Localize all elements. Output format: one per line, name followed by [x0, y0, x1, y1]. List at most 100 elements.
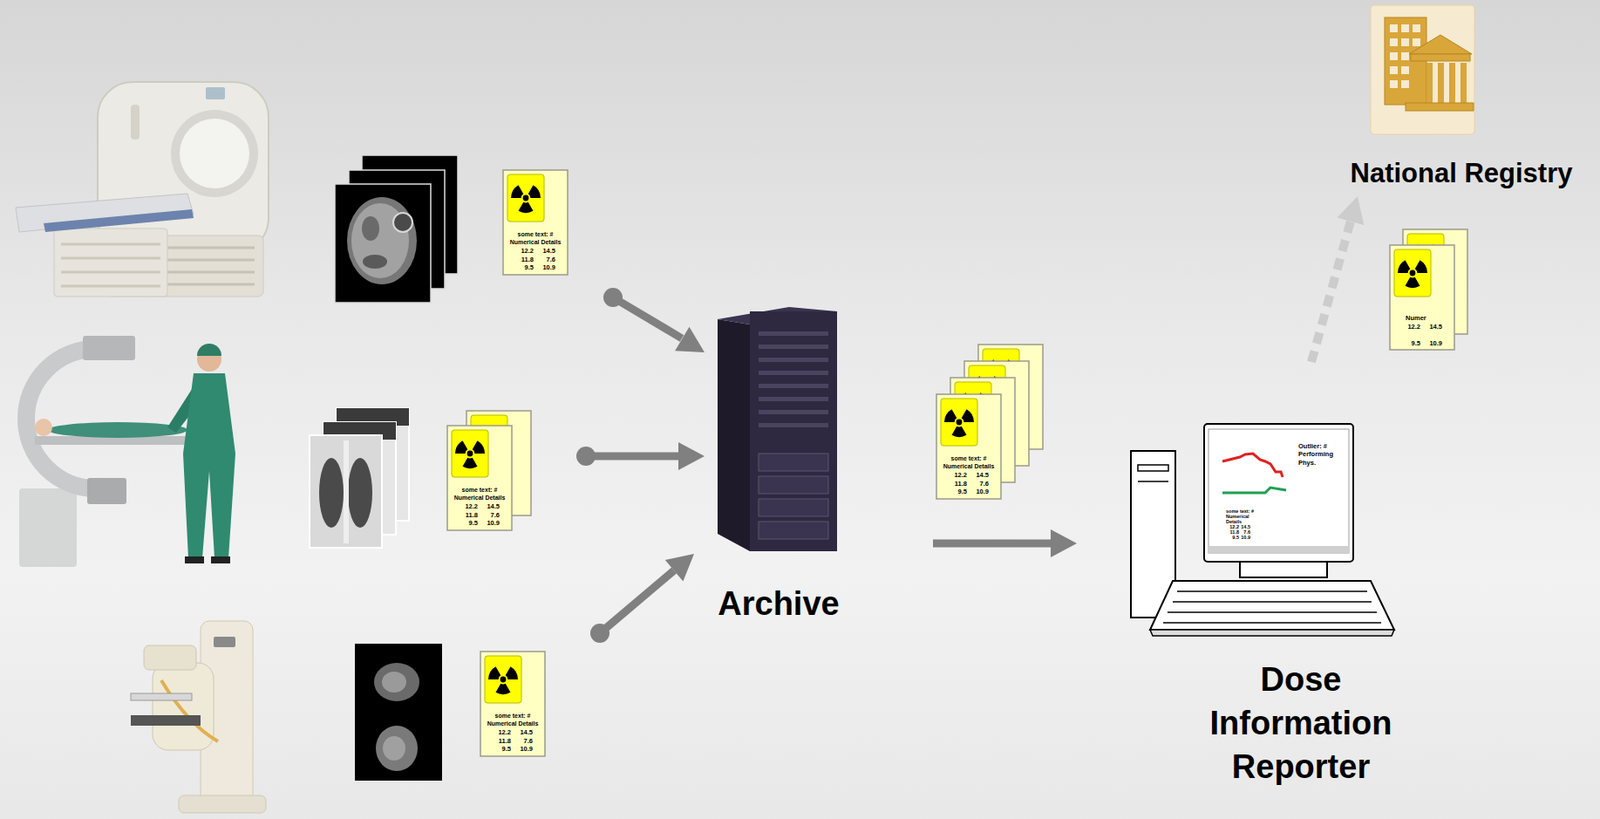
doc-text: 9.5: [502, 745, 511, 753]
dose-report-doc: [1389, 245, 1455, 350]
xray-image-stack: [309, 408, 409, 548]
registry-building-icon: [1389, 66, 1398, 75]
workstation-computer: [1150, 629, 1395, 636]
node-label: National Registry: [1350, 157, 1573, 190]
doc-text: Numerical Details: [510, 238, 562, 246]
input-arrows: [585, 452, 680, 461]
mammogram-image: [374, 662, 420, 702]
mammography-unit: [130, 714, 201, 726]
doc-text: 14.5: [519, 728, 533, 736]
workstation-computer: [1204, 423, 1354, 562]
c-arm-xray: [183, 373, 236, 559]
doc-text: 7.6: [546, 256, 556, 264]
screen-text: 10.9: [1240, 535, 1251, 541]
archive-server-rack: [758, 383, 829, 389]
c-arm-xray: [211, 556, 231, 564]
workstation-computer: [1208, 428, 1349, 553]
doc-text: 14.5: [542, 247, 556, 255]
archive-server-rack: [758, 331, 829, 336]
input-arrows: [678, 442, 705, 470]
node-label: Dose Information Reporter: [1170, 657, 1432, 789]
doc-text: some text: #: [517, 231, 554, 238]
registry-building-icon: [1449, 62, 1456, 103]
radiation-trefoil: [488, 666, 518, 695]
screen-text: Numerical: [1225, 514, 1250, 520]
doc-sheet: [480, 651, 545, 756]
registry-building-icon: [1370, 5, 1475, 135]
xray-image-stack: [319, 457, 344, 528]
ct-scanner: [130, 104, 140, 140]
c-arm-xray: [19, 335, 236, 567]
archive-server-rack: [758, 453, 829, 471]
workstation-computer: [1222, 487, 1287, 493]
doc-text: 12.2: [953, 471, 967, 479]
workstation-computer: [1208, 545, 1349, 553]
ct-scanner: [15, 81, 269, 297]
screen-text: 9.5: [1232, 535, 1240, 541]
registry-building-icon: [1401, 52, 1410, 61]
screen-text: Performing: [1298, 450, 1334, 458]
archive-server-rack: [758, 396, 829, 402]
c-arm-xray: [19, 488, 77, 567]
registry-building-icon: [1412, 24, 1421, 33]
workstation-computer: [1222, 453, 1283, 477]
radiation-badge: [451, 429, 489, 477]
radiation-trefoil: [455, 440, 485, 469]
ct-image-stack: [334, 155, 458, 303]
doc-text: Numerical Details: [454, 494, 506, 501]
ct-scanner: [61, 271, 161, 274]
mammography-unit: [130, 693, 192, 701]
workstation-computer: [1239, 561, 1328, 578]
input-arrows: [612, 297, 682, 339]
mammogram-image: [354, 643, 443, 781]
c-arm-xray: [34, 418, 53, 436]
workstation-computer: [1163, 621, 1382, 624]
registry-building-icon: [1410, 54, 1471, 62]
archive-server: Archive: [697, 305, 933, 637]
doc-text: 11.8: [521, 256, 534, 264]
doc-text: 9.5: [524, 264, 534, 272]
flow-arrow: [1311, 221, 1351, 362]
workstation-computer: [1172, 600, 1372, 603]
registry-building-icon: [1389, 52, 1398, 61]
archive-server-rack: [758, 409, 829, 415]
doc-text: 10.9: [1429, 340, 1443, 348]
archive-server-rack: [758, 422, 829, 428]
ct-image-stack: [347, 197, 417, 285]
c-arm-xray: [87, 477, 127, 504]
archive-server-rack: [758, 498, 829, 517]
registry-building-icon: [1389, 24, 1398, 33]
registry-building-icon: [1460, 62, 1467, 103]
doc-sheet: [1389, 245, 1455, 350]
mammography-unit: [130, 620, 266, 813]
registry-building-icon: [1401, 38, 1410, 47]
workstation-computer: [1150, 580, 1395, 630]
workstation-computer: [1137, 480, 1169, 483]
registry-building-icon: [1412, 38, 1421, 47]
radiation-badge: [940, 398, 978, 446]
ct-scanner: [61, 243, 161, 246]
registry-building-icon: [1370, 5, 1475, 135]
xray-image-stack: [343, 440, 349, 544]
archive-server-rack: [717, 319, 750, 552]
doc-text: 11.8: [498, 737, 511, 745]
dose-report-doc: [480, 651, 545, 756]
ct-scanner: [97, 81, 269, 253]
dose-reporter-workstation: Dose Information Reporter: [1076, 361, 1404, 798]
doc-text: Numerical Details: [943, 462, 995, 470]
doc-text: 9.5: [958, 488, 967, 496]
archive-server-rack: [758, 476, 829, 494]
mammography-unit: [178, 795, 266, 813]
screen-text: Outlier: #: [1298, 442, 1328, 450]
ct-image-stack: [361, 216, 380, 241]
doc-text: Numerical Details: [487, 720, 539, 727]
registry-building-icon: [1405, 102, 1474, 111]
doc-text: 14.5: [975, 471, 989, 479]
mammography-unit: [143, 645, 197, 670]
workstation-computer: [1130, 423, 1395, 636]
doc-text: 10.9: [519, 745, 533, 753]
ct-scanner: [179, 118, 250, 189]
archive-server-rack: [717, 306, 838, 552]
xray-image-stack: [309, 435, 382, 548]
registry-building-icon: [1401, 80, 1410, 89]
